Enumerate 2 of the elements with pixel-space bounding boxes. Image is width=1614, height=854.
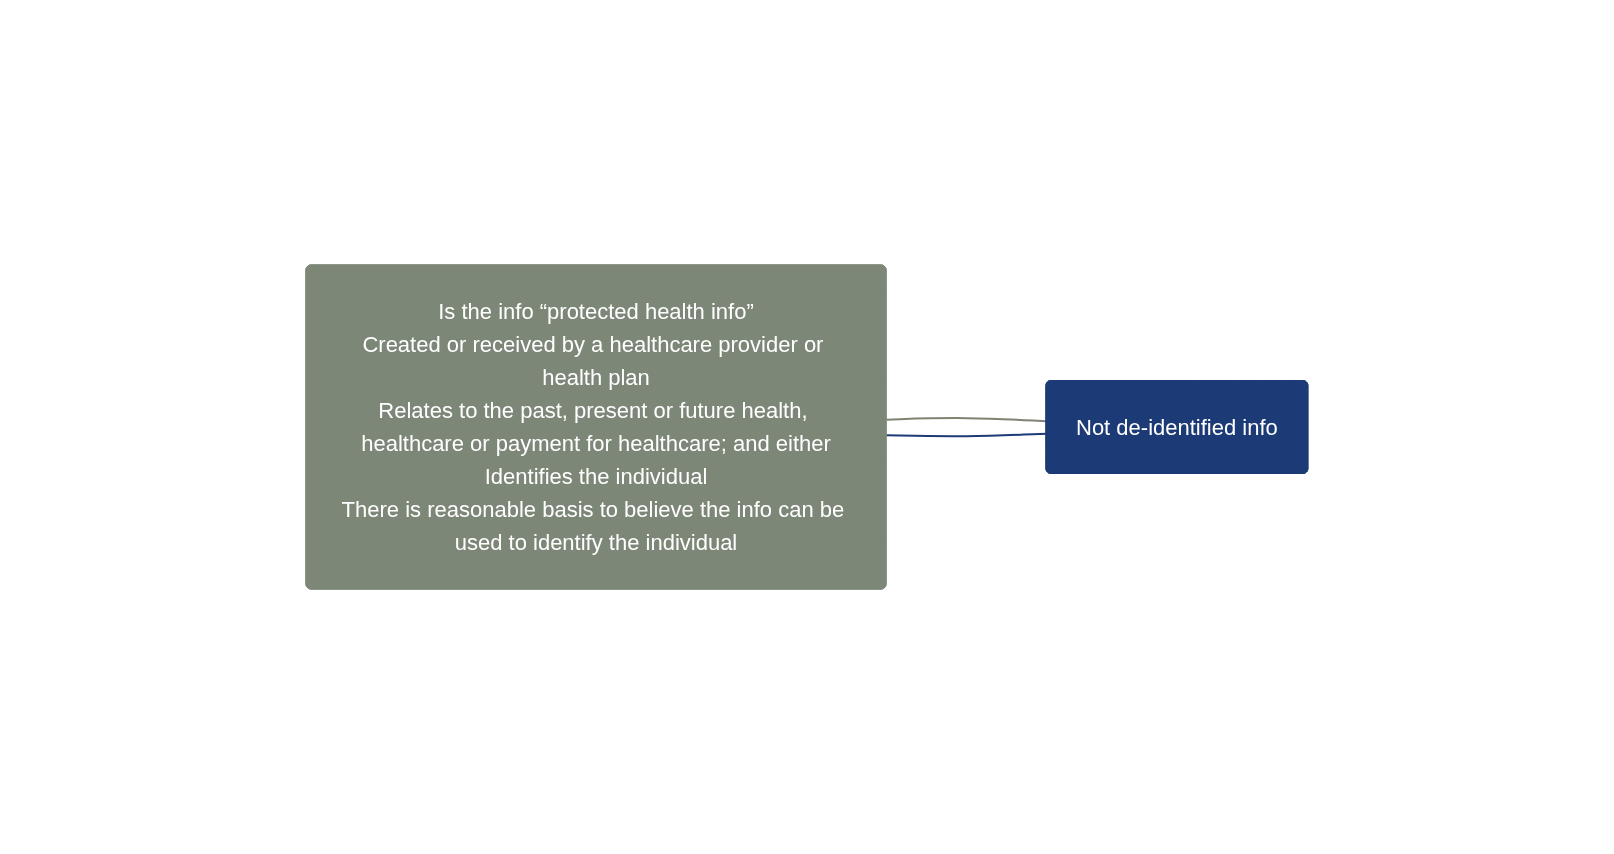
connector xyxy=(885,417,1048,423)
connector xyxy=(885,432,1048,438)
